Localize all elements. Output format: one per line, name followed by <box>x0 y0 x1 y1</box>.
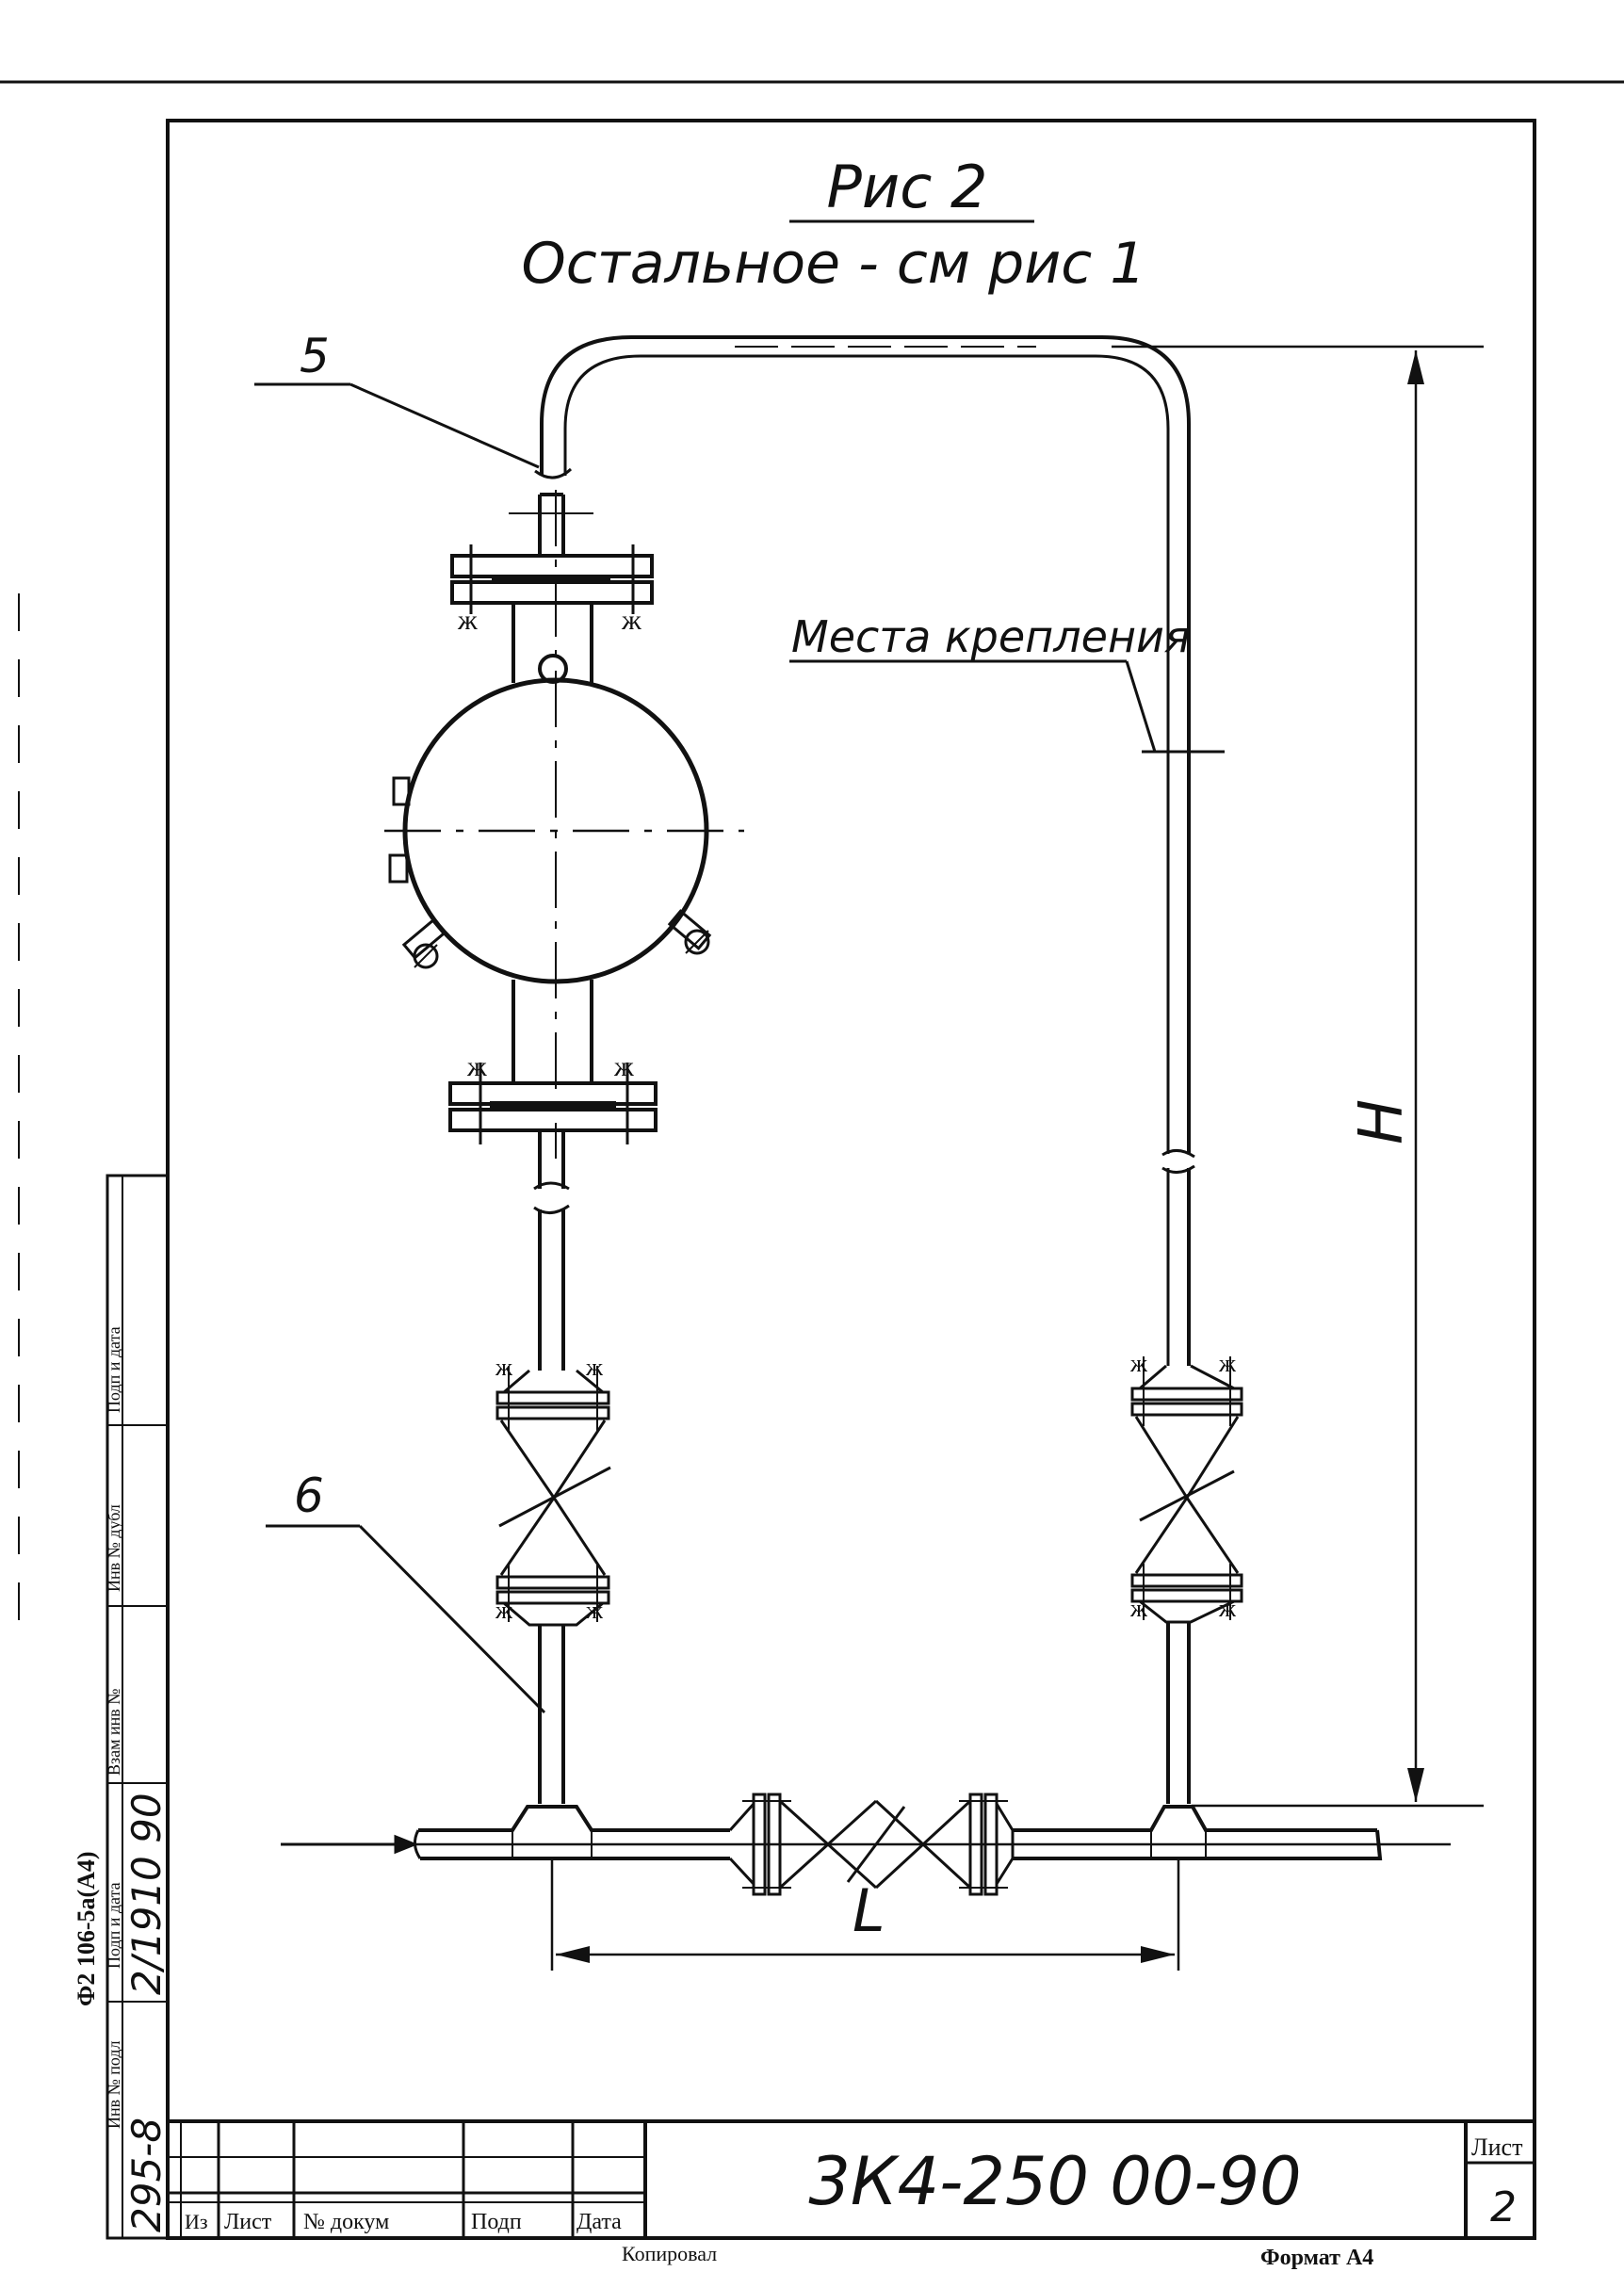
callout-5-number: 5 <box>300 329 330 383</box>
main-run-top <box>418 1805 730 1832</box>
svg-text:ж: ж <box>1129 1595 1148 1622</box>
callout-5-leader <box>349 382 540 469</box>
pipe-break-left-a <box>533 1181 570 1191</box>
pipe-break-top <box>534 467 573 479</box>
copied-label: Копировал <box>622 2242 717 2265</box>
side-sign-value: 2/1910 90 <box>123 1793 170 1995</box>
pipe-break-right-b <box>1161 1164 1195 1174</box>
sheet-number: 2 <box>1490 2183 1517 2231</box>
title-col-izm: Из <box>185 2210 208 2233</box>
callout-6-number: 6 <box>294 1469 324 1523</box>
top-u-pipe <box>540 335 1191 1154</box>
side-sign-label: Подп и дата <box>105 1882 123 1969</box>
callout-6-leader <box>358 1524 546 1714</box>
side-inv-label: Инв № подл <box>105 2040 123 2129</box>
top-u-pipe-inner <box>563 354 1170 1154</box>
side-inv-value: 295-8 <box>123 2118 170 2232</box>
mounting-label: Места крепления <box>791 611 1191 662</box>
title-col-date: Дата <box>577 2210 622 2234</box>
title-col-sign: Подп <box>471 2210 522 2234</box>
dim-l-label: L <box>853 1876 885 1945</box>
svg-text:ж: ж <box>613 1051 634 1082</box>
dim-l-arrow-right <box>1141 1946 1175 1963</box>
svg-text:ж: ж <box>1218 1350 1237 1377</box>
format-label: Формат А4 <box>1260 2246 1373 2270</box>
dim-h-label: H <box>1347 1099 1417 1144</box>
gate-valve-right: ж ж ж ж <box>1129 1350 1243 1624</box>
form-code: Ф2 106-5а(А4) <box>73 1851 100 2006</box>
title-col-docnum: № докум <box>303 2210 389 2234</box>
main-run-top-right <box>1013 1805 1377 1832</box>
dim-l-arrow-left <box>556 1946 590 1963</box>
dim-h-arrow-top <box>1407 350 1424 384</box>
figure-title: Рис 2 <box>827 153 988 221</box>
svg-text:ж: ж <box>621 605 641 636</box>
dim-h-arrow-bottom <box>1407 1768 1424 1802</box>
inlet-break <box>414 1829 422 1859</box>
vessel-support-right <box>667 909 712 955</box>
gate-valve-left: ж ж ж ж <box>495 1354 611 1627</box>
sheet-label: Лист <box>1471 2134 1522 2161</box>
document-number: 3К4-250 00-90 <box>808 2143 1301 2220</box>
flange-lower: ж ж <box>448 1051 658 1144</box>
side-dubl-label: Инв № дубл <box>105 1504 123 1592</box>
svg-text:ж: ж <box>495 1597 513 1624</box>
vessel-support-left <box>401 918 447 969</box>
gate-valve-bottom <box>728 1793 1015 1896</box>
flow-arrow-icon <box>281 1834 419 1855</box>
side-stamp <box>106 1174 170 2240</box>
svg-text:ж: ж <box>495 1354 513 1381</box>
side-sign2-label: Подп и дата <box>105 1326 123 1413</box>
pipe-break-right-a <box>1161 1149 1195 1159</box>
vessel-nozzle-lower <box>388 853 409 884</box>
svg-text:ж: ж <box>466 1051 487 1082</box>
svg-text:ж: ж <box>585 1354 604 1381</box>
title-col-list: Лист <box>224 2210 272 2234</box>
figure-subtitle: Остальное - см рис 1 <box>522 231 1146 297</box>
vessel-nozzle-upper <box>392 776 411 806</box>
side-vzam-label: Взам инв № <box>105 1689 123 1776</box>
svg-text:ж: ж <box>1129 1350 1148 1377</box>
drawing-frame <box>166 119 1536 2240</box>
pipe-break-left-b <box>533 1204 570 1214</box>
mounting-leader <box>1125 660 1157 753</box>
main-run-bottom-right <box>1013 1829 1383 1860</box>
svg-text:ж: ж <box>457 605 478 636</box>
flange-upper: ж ж <box>450 544 654 636</box>
